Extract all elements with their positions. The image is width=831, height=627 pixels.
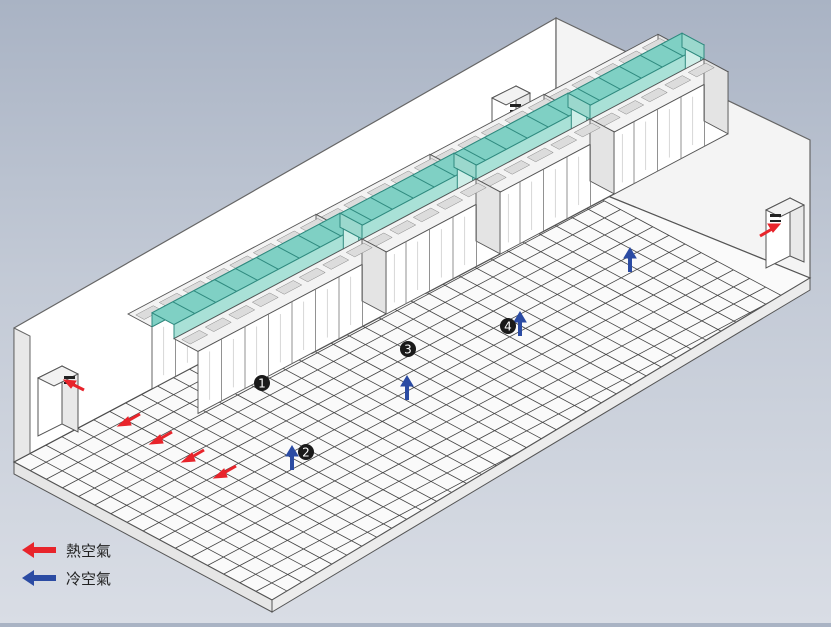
floor-grid-line — [175, 260, 718, 549]
row-3-rack-front-vent — [550, 135, 578, 150]
marker-1: 1 — [254, 375, 270, 391]
floor-grid-line — [110, 226, 653, 515]
legend-hot-air-label: 熱空氣 — [66, 542, 111, 560]
row-1-pod-roof-rib — [193, 290, 217, 303]
row-1-rack-front-vent — [275, 280, 303, 295]
row-2-pod-roof-rib — [411, 174, 435, 188]
row-3-pod-roof-rib — [505, 125, 528, 139]
floor-grid-line — [223, 286, 766, 575]
row-2-rack-front-end — [475, 178, 501, 255]
row-2-rack-front-vent — [389, 220, 417, 235]
floor-grid-line — [142, 243, 686, 532]
row-1-pod-roof-rib — [256, 257, 279, 270]
cold-air-arrow-icon — [22, 570, 56, 586]
row-4-pod-roof-rib — [577, 88, 600, 101]
legend: 熱空氣 冷空氣 — [22, 542, 111, 588]
row-3-rack-front-end — [589, 118, 615, 195]
row-3-rack-front-vent — [573, 122, 601, 138]
row-1-rack-front-end — [361, 238, 387, 315]
legend-cold-air: 冷空氣 — [22, 570, 111, 588]
row-hot-air-arrows — [116, 412, 237, 479]
row-3-pod-roof-rib — [546, 103, 570, 117]
row-1-rack-front-vent — [228, 305, 256, 320]
row-4-rack-front-vent — [640, 87, 668, 103]
floor-tile-grid — [14, 175, 810, 600]
left-wall-edge — [13, 327, 31, 471]
row-4-rack-front-vent — [687, 62, 715, 78]
hot-air-arrow-icon — [22, 542, 56, 558]
row-1-rack-front-vent — [298, 267, 326, 283]
row-4-pod-roof-rib — [660, 43, 684, 57]
rack-rows — [127, 32, 729, 415]
row-2-pod-roof-rib — [370, 197, 393, 210]
row-2-pod-roof-rib — [391, 185, 414, 199]
row-2-pod-roof-rib — [349, 208, 372, 221]
row-4-pod-roof-rib — [619, 65, 642, 79]
row-2-rack-front-vent — [412, 207, 440, 223]
crac-unit-left — [36, 365, 80, 437]
cold-air-arrows — [285, 247, 637, 470]
row-1-rack-front-vent — [322, 255, 350, 270]
row-1-pod-roof-rib — [297, 234, 321, 248]
row-4-pod-roof-rib — [639, 54, 663, 68]
row-2-rack-front-vent — [436, 195, 464, 210]
row-1-pod-roof-rib — [214, 279, 237, 292]
marker-4-label: 4 — [504, 320, 512, 334]
row-1-rack-front-vent — [181, 330, 209, 345]
marker-2-label: 2 — [302, 446, 310, 460]
legend-hot-air: 熱空氣 — [22, 542, 111, 560]
row-3-pod-roof-rib — [463, 148, 486, 161]
floor-side-edge — [271, 277, 811, 613]
crac-unit-right — [764, 197, 806, 269]
row-1-rack-front-vent — [251, 292, 279, 308]
row-1-pod-roof-rib — [172, 301, 196, 314]
row-3-pod-roof-rib — [525, 114, 549, 128]
row-4-rack-front-vent — [617, 100, 645, 115]
marker-4: 4 — [500, 318, 516, 334]
floor-grid-line — [78, 209, 621, 497]
floor-grid-line — [239, 295, 782, 584]
floor-grid-line — [158, 252, 702, 540]
row-4-rack-front-end — [703, 58, 729, 135]
floor-grid-line — [94, 217, 637, 506]
row-1-rack-front-vent — [345, 242, 373, 258]
row-3-rack-front-vent — [526, 147, 554, 163]
legend-cold-air-label: 冷空氣 — [66, 570, 111, 588]
floor-grid-line — [207, 278, 750, 566]
marker-3: 3 — [400, 341, 416, 357]
row-3-rack-front-vent — [503, 160, 531, 175]
row-4-rack-front-vent — [664, 75, 692, 90]
row-2-rack-front-vent — [459, 182, 487, 198]
marker-3-label: 3 — [404, 343, 412, 357]
row-1-pod-roof-rib — [318, 223, 342, 237]
row-2-pod-roof-rib — [432, 163, 456, 177]
row-4-pod-roof-rib — [598, 77, 621, 90]
row-1-pod-roof-rib — [235, 268, 258, 281]
floor-grid-line — [62, 200, 605, 489]
floor-grid-line — [191, 269, 734, 558]
row-1-rack-front-vent — [204, 317, 232, 332]
row-1-pod-roof-rib — [277, 245, 300, 259]
row-3-pod-roof-rib — [484, 137, 507, 150]
marker-2: 2 — [298, 444, 314, 460]
marker-1-label: 1 — [258, 377, 266, 391]
